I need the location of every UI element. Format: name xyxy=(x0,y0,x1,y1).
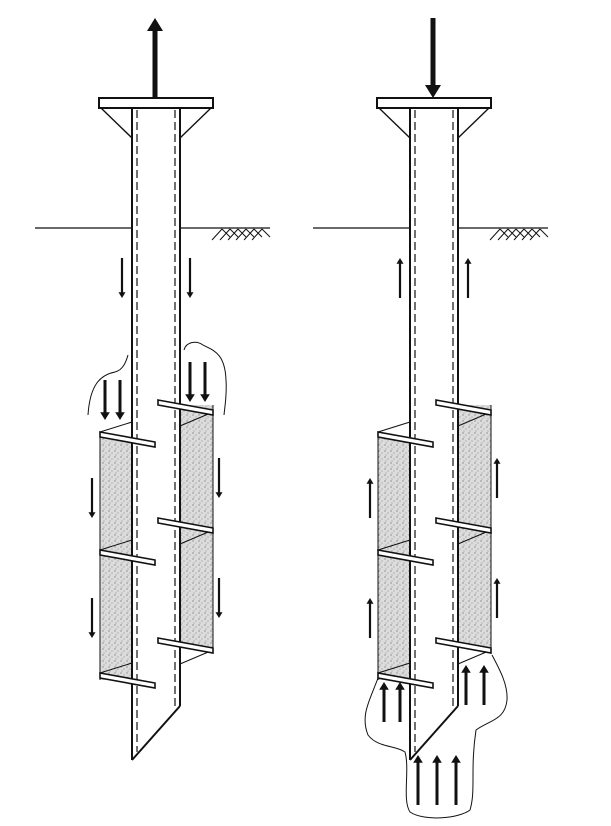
helix-plate xyxy=(157,637,214,654)
hatch-line xyxy=(227,228,239,241)
helix-edge xyxy=(377,421,411,433)
side-friction-arrow-head xyxy=(493,578,501,584)
end-bearing-arrow-head xyxy=(379,682,389,690)
pile-cap-plate xyxy=(376,97,492,109)
hatch-line xyxy=(521,228,533,241)
cap-bracket-left xyxy=(100,107,133,139)
end-bearing-arrow-head xyxy=(461,665,471,673)
cap-bracket-right xyxy=(457,107,490,139)
end-bearing-arrow-head xyxy=(413,755,423,763)
helix-plate xyxy=(377,672,434,689)
failure-zone-outline xyxy=(183,341,227,416)
end-bearing-arrow-head xyxy=(432,755,442,763)
side-friction-arrow-head xyxy=(186,292,194,298)
hatch-line xyxy=(489,228,501,241)
helix-edge xyxy=(99,662,133,674)
side-friction-arrow-head xyxy=(215,492,223,498)
helix-plate xyxy=(99,431,156,448)
bearing-arrow-head xyxy=(115,412,125,420)
end-bearing-arrow-head xyxy=(451,755,461,763)
cap-bracket-right xyxy=(179,107,212,139)
hatch-line xyxy=(497,228,509,241)
side-friction-arrow-head xyxy=(493,458,501,464)
ground-hatch-icon xyxy=(211,228,271,241)
bearing-zone-outline xyxy=(364,654,508,819)
hatch-line xyxy=(219,228,231,241)
compression-pile-panel xyxy=(313,18,549,819)
side-friction-arrow-head xyxy=(464,258,472,264)
pile-cap-plate xyxy=(98,97,214,109)
side-friction-arrow-head xyxy=(88,512,96,518)
hatch-line xyxy=(505,228,517,241)
helix-edge xyxy=(99,539,133,551)
side-friction-arrow-head xyxy=(366,478,374,484)
helix-plate xyxy=(377,431,434,448)
helix-edge xyxy=(99,421,133,433)
cap-bracket-left xyxy=(378,107,411,139)
shaft-tip xyxy=(409,705,459,761)
helix-plate xyxy=(435,399,492,416)
shaft-tip xyxy=(131,705,181,761)
ground-hatch-icon xyxy=(489,228,549,241)
helix-edge xyxy=(377,539,411,551)
bearing-arrow-head xyxy=(185,394,195,402)
helix-edge xyxy=(377,662,411,674)
helix-plate xyxy=(377,549,434,566)
hatch-line xyxy=(235,228,247,241)
helix-plate xyxy=(157,399,214,416)
hatch-line xyxy=(261,228,271,238)
uplift-pile-panel xyxy=(35,18,271,761)
helix-plate xyxy=(99,549,156,566)
hatch-line xyxy=(529,228,541,241)
bearing-arrow-head xyxy=(200,394,210,402)
side-friction-arrow-head xyxy=(118,292,126,298)
side-friction-arrow-head xyxy=(215,612,223,618)
end-bearing-arrow-head xyxy=(479,665,489,673)
hatch-line xyxy=(211,228,223,241)
side-friction-arrow-head xyxy=(88,632,96,638)
helix-plate xyxy=(99,672,156,689)
bearing-arrow-head xyxy=(100,412,110,420)
hatch-line xyxy=(243,228,255,241)
helix-plate xyxy=(157,517,214,534)
side-friction-arrow-head xyxy=(396,258,404,264)
hatch-line xyxy=(251,228,263,241)
hatch-line xyxy=(539,228,549,238)
helix-plate xyxy=(435,637,492,654)
compression-load-arrow-head xyxy=(425,85,441,98)
helix-plate xyxy=(435,517,492,534)
uplift-load-arrow-head xyxy=(147,18,163,31)
side-friction-arrow-head xyxy=(366,598,374,604)
end-bearing-arrow-head xyxy=(395,682,405,690)
failure-zone-outline xyxy=(87,354,129,416)
hatch-line xyxy=(513,228,525,241)
